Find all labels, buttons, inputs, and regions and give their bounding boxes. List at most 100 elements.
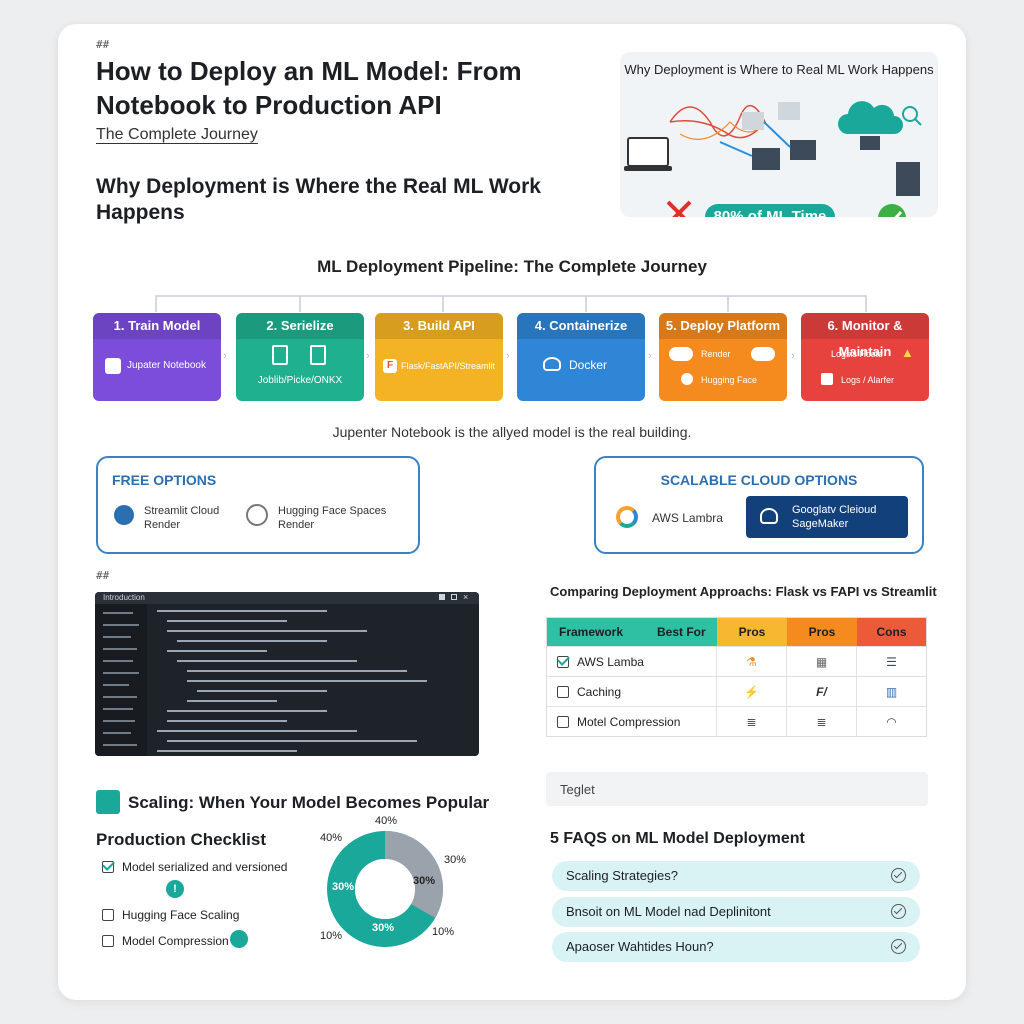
list-icon [230,930,248,948]
docker-icon [543,357,561,371]
donut-label: 10% [432,926,455,938]
checklist-item[interactable]: Model serialized and versioned [102,860,287,874]
toggle-field[interactable]: Teglet [546,772,928,806]
option-line: Streamlit Cloud [144,505,220,517]
stage-serialize[interactable]: 2. Serielize Joblib/Picke/ONKX [236,313,364,401]
stage-containerize[interactable]: 4. Containerize Docker [517,313,645,401]
donut-chart [327,831,443,947]
arrow-right-icon: › [506,350,510,362]
checklist-item[interactable]: Model Compression [102,934,229,948]
close-icon[interactable]: × [463,592,469,602]
donut-label: 40% [375,815,398,827]
checklist-item[interactable]: Hugging Face Scaling [102,908,239,922]
hero-title: Why Deployment is Where to Real ML Work … [624,62,934,77]
comparison-table: Framework Best For Pros Pros Cons AWS La… [546,617,927,737]
stage-title: 4. Containerize [517,313,645,339]
fastapi-icon: F/ [787,677,857,706]
donut-label: 30% [332,881,355,893]
donut-label: 30% [413,875,436,887]
stage-build-api[interactable]: 3. Build API F Flask/FastAPI/Streamlit [375,313,503,401]
row-label: Motel Compression [577,715,681,729]
stage-title: 5. Deploy Platform [659,313,787,339]
stage-train-model[interactable]: 1. Train Model Jupater Notebook [93,313,221,401]
file-icon [310,345,326,365]
table-header: Framework Best For Pros Pros Cons [547,618,926,646]
table-row[interactable]: Caching ⚡ F/ ▥ [547,676,926,706]
faq-question: Scaling Strategies? [566,868,679,883]
gcp-icon [760,508,778,524]
donut-label: 30% [444,854,467,866]
cloud-icon [751,347,775,361]
checklist-checkbox[interactable] [102,861,114,873]
faq-item[interactable]: Apaoser Wahtides Houn? [552,932,920,962]
stage-title: 2. Serielize [236,313,364,339]
stage-deploy-platform[interactable]: 5. Deploy Platform Render Hugging Face [659,313,787,401]
streamlit-icon [114,505,134,525]
article-card: ## How to Deploy an ML Model: From Noteb… [58,24,966,1000]
checklist-label: Hugging Face Scaling [122,908,240,922]
heading-marker: ## [96,38,110,51]
stage-item: Hugging Face [701,375,758,385]
free-option-streamlit[interactable]: Streamlit Cloud Render [144,504,219,532]
hero-stat-badge: 80% of ML Time [705,204,835,217]
stage-item: Logsis Hosts [831,349,883,359]
check-circle-icon [891,939,906,954]
list-icon: ☰ [886,655,897,669]
page-subtitle: The Complete Journey [96,126,258,143]
free-option-hugging-face[interactable]: Hugging Face Spaces Render [278,504,386,532]
stage-title: 3. Build API [375,313,503,339]
stage-monitor-maintain[interactable]: 6. Monitor & Maintain Logsis Hosts ▲ Log… [801,313,929,401]
pipeline-title: ML Deployment Pipeline: The Complete Jou… [317,257,707,276]
checklist-label: Model serialized and versioned [122,860,288,874]
check-circle-icon [891,868,906,883]
row-checkbox[interactable] [557,716,569,728]
table-row[interactable]: Motel Compression ≣ ≣ ◠ [547,706,926,736]
free-options-box: FREE OPTIONS Streamlit Cloud Render Hugg… [96,456,420,554]
cloud-option-aws[interactable]: AWS Lambra [652,511,723,525]
stage-item: Render [701,349,731,359]
cloud-options-box: SCALABLE CLOUD OPTIONS AWS Lambra Googla… [594,456,924,554]
hero-illustration: Why Deployment is Where to Real ML Work … [620,52,938,217]
faq-item[interactable]: Bnsoit on ML Model nad Deplinitont [552,897,920,927]
gcp-label: Googlatv Cleioud SageMaker [792,503,876,531]
database-icon: ≣ [787,707,857,736]
page-title-line1: How to Deploy an ML Model: From [96,56,522,86]
comparison-title: Comparing Deployment Approachs: Flask vs… [550,584,937,599]
cloud-options-title: SCALABLE CLOUD OPTIONS [660,472,858,488]
faq-question: Apaoser Wahtides Houn? [566,939,714,954]
editor-window-title: Introduction [103,593,145,602]
row-label: AWS Lamba [577,655,644,669]
stage-item: Logs / Alarfer [841,375,895,385]
row-checkbox[interactable] [557,686,569,698]
minimize-icon[interactable] [439,594,445,600]
stage-title: 6. Monitor & Maintain [801,313,929,359]
stage-title: 1. Train Model [93,313,221,339]
chart-icon: ▦ [787,647,857,676]
page-title-line2: Notebook to Production API [96,90,442,120]
arrow-right-icon: › [648,350,652,362]
row-checkbox[interactable] [557,656,569,668]
header-pros: Pros [787,618,857,646]
toggle-label: Teglet [560,782,595,797]
scaling-title: Scaling: When Your Model Becomes Popular [128,793,490,812]
faq-item[interactable]: Scaling Strategies? [552,861,920,891]
donut-label: 40% [320,832,343,844]
table-row[interactable]: AWS Lamba ⚗ ▦ ☰ [547,646,926,676]
cloud-option-gcp-button[interactable]: Googlatv Cleioud SageMaker [746,496,908,538]
arrow-right-icon: › [223,350,227,362]
flask-icon: F [383,359,397,373]
donut-label: 30% [372,922,395,934]
checklist-checkbox[interactable] [102,909,114,921]
editor-titlebar [95,592,479,604]
checklist-checkbox[interactable] [102,935,114,947]
flask-icon: ⚗ [717,647,787,676]
checklist-label: Model Compression [122,934,229,948]
file-icon [272,345,288,365]
maximize-icon[interactable] [451,594,457,600]
gcp-line: Googlatv Cleioud [792,504,877,516]
code-lines [95,604,427,756]
header-cons: Cons [857,618,926,646]
aws-icon [616,506,638,528]
code-section-marker: ## [96,569,110,582]
clipboard-check-icon [96,790,120,814]
